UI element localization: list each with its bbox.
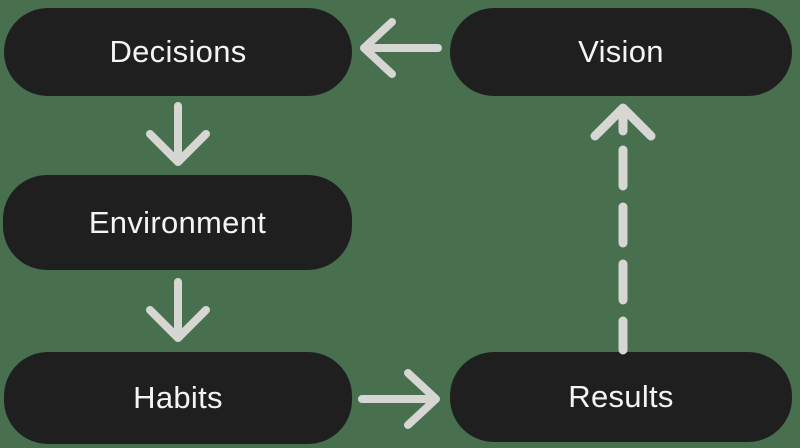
node-environment: Environment: [3, 175, 352, 270]
arrow-right-icon: [358, 367, 442, 431]
node-decisions: Decisions: [4, 8, 352, 96]
node-vision: Vision: [450, 8, 792, 96]
node-results-label: Results: [568, 379, 674, 414]
node-vision-label: Vision: [578, 34, 664, 69]
node-habits-label: Habits: [133, 380, 223, 415]
node-environment-label: Environment: [88, 204, 267, 240]
arrow-down-icon: [146, 102, 210, 170]
node-decisions-label: Decisions: [109, 34, 247, 69]
arrow-left-icon: [358, 16, 442, 80]
node-results: Results: [450, 352, 792, 442]
node-habits: Habits: [4, 352, 352, 444]
arrow-up-dashed-icon: [590, 100, 656, 356]
arrow-down-icon: [146, 278, 210, 346]
